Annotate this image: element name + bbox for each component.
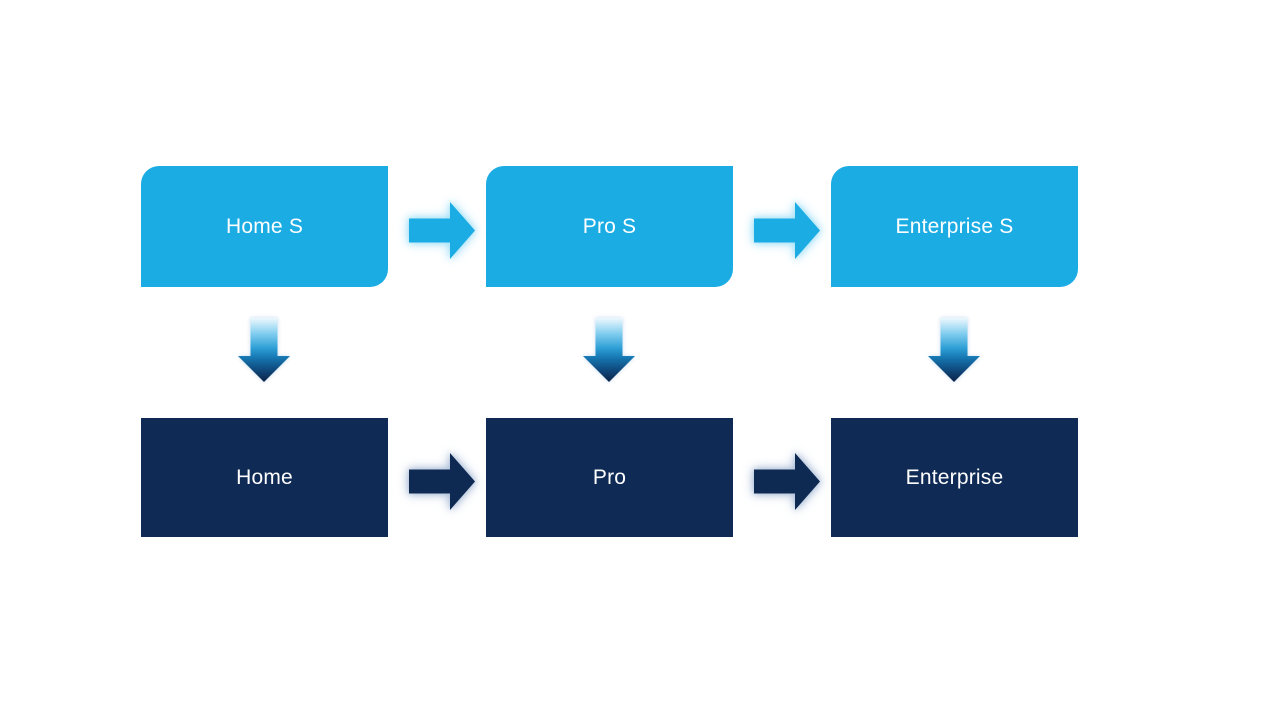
down-arrow-icon [928,318,980,382]
right-arrow-icon [754,453,820,510]
column-enterprise: Enterprise S Enterprise [831,0,1078,720]
node-home-label: Home [236,465,293,489]
node-home: Home [141,418,388,537]
node-enterprise: Enterprise [831,418,1078,537]
node-pro-label: Pro [592,465,627,489]
right-arrow-icon [754,202,820,259]
node-home-s: Home S [141,166,388,287]
node-enterprise-s: Enterprise S [831,166,1078,287]
down-arrow-icon [238,318,290,382]
node-enterprise-label: Enterprise [905,465,1004,489]
right-arrow-icon [409,202,475,259]
node-enterprise-s-label: Enterprise S [895,214,1014,238]
node-pro: Pro [486,418,733,537]
column-pro: Pro S Pro [486,0,733,720]
node-pro-s: Pro S [486,166,733,287]
column-home: Home S Home [141,0,388,720]
down-arrow-icon [583,318,635,382]
node-home-s-label: Home S [225,214,304,238]
node-pro-s-label: Pro S [582,214,637,238]
right-arrow-icon [409,453,475,510]
